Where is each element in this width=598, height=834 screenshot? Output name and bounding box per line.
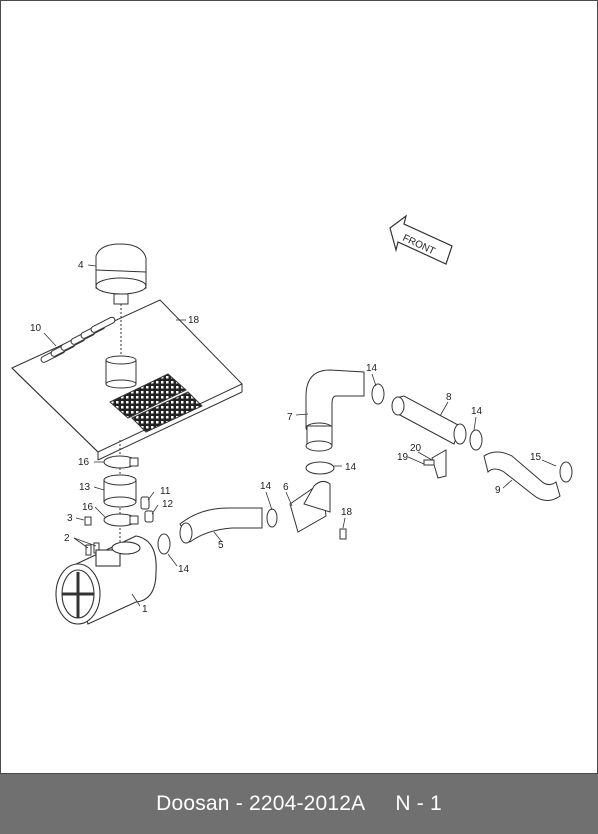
callout-2: 2 <box>64 533 70 544</box>
clamp-stack <box>103 440 139 548</box>
callout-14-b: 14 <box>260 481 272 492</box>
callout-8: 8 <box>446 392 452 403</box>
callout-18-b: 18 <box>341 507 353 518</box>
callout-11: 11 <box>160 486 171 497</box>
callout-9: 9 <box>495 485 501 496</box>
callout-14-e: 14 <box>471 406 483 417</box>
callout-14-d: 14 <box>366 363 378 374</box>
callout-5: 5 <box>218 540 224 551</box>
callout-3: 3 <box>67 513 73 524</box>
callout-1: 1 <box>142 604 148 615</box>
callout-14-c: 14 <box>345 462 357 473</box>
callout-16-a: 16 <box>78 457 90 468</box>
bracket-20 <box>423 449 447 479</box>
small-fittings <box>84 496 347 556</box>
callout-20: 20 <box>410 443 422 454</box>
callout-19: 19 <box>397 452 409 463</box>
intake-tube <box>105 355 137 389</box>
callout-16-b: 16 <box>82 502 94 513</box>
elbow-pipe <box>305 369 385 452</box>
callout-13: 13 <box>79 482 91 493</box>
front-arrow: FRONT <box>389 214 453 265</box>
callout-10: 10 <box>30 323 42 334</box>
callout-4: 4 <box>78 260 84 271</box>
footer-bar: Doosan - 2204-2012A N - 1 <box>0 774 598 834</box>
callout-15: 15 <box>530 452 542 463</box>
footer-title: Doosan - 2204-2012A <box>156 792 366 815</box>
air-cleaner-body <box>55 535 157 625</box>
callout-7: 7 <box>287 412 293 423</box>
pipe-8 <box>391 395 483 451</box>
parts-diagram: FRONT <box>11 214 573 625</box>
callout-6: 6 <box>283 482 289 493</box>
footer-code: N - 1 <box>395 792 442 815</box>
leader-lines <box>43 264 557 607</box>
hose-5 <box>157 507 278 555</box>
hose-9 <box>483 451 573 501</box>
callout-12: 12 <box>162 499 174 510</box>
precleaner-cap <box>95 243 147 362</box>
callout-14-a: 14 <box>178 564 190 575</box>
elbow-bracket <box>289 461 335 533</box>
callout-18-a: 18 <box>188 315 200 326</box>
